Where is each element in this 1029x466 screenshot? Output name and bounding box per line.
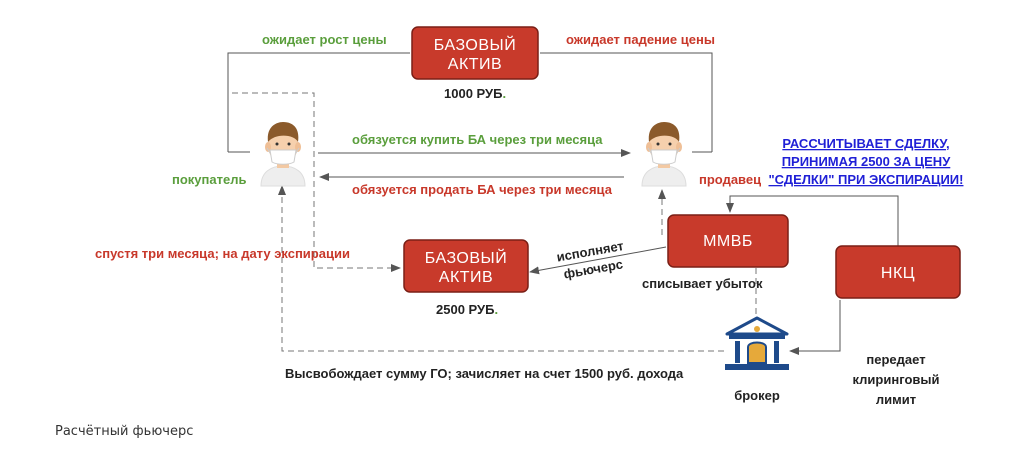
futures-diagram: ожидает рост цены ожидает падение цены Б… — [95, 26, 964, 407]
nkc-note: РАССЧИТЫВАЕТ СДЕЛКУ, ПРИНИМАЯ 2500 ЗА ЦЕ… — [769, 136, 964, 187]
svg-text:клиринговый: клиринговый — [853, 372, 940, 387]
nkc-box: НКЦ — [835, 245, 961, 299]
price-mid: 2500 РУБ. — [436, 302, 498, 317]
label-writes-off-loss: списывает убыток — [642, 276, 763, 291]
seller-icon — [641, 121, 687, 187]
base-asset-box-top: БАЗОВЫЙ АКТИВ — [411, 26, 539, 80]
base-asset-box-mid: БАЗОВЫЙ АКТИВ — [403, 239, 529, 293]
svg-text:АКТИВ: АКТИВ — [439, 269, 493, 286]
label-broker: брокер — [734, 388, 780, 403]
label-seller: продавец — [699, 172, 761, 187]
svg-text:АКТИВ: АКТИВ — [448, 56, 502, 73]
label-buyer: покупатель — [172, 172, 246, 187]
label-expects-fall: ожидает падение цены — [566, 32, 715, 47]
line-nkc-to-mmvb — [726, 195, 899, 246]
dashed-broker-to-buyer — [278, 185, 724, 352]
dashed-expiration-line — [232, 92, 401, 272]
figure-caption: Расчётный фьючерс — [55, 424, 194, 439]
line-buyer-to-asset — [227, 52, 410, 152]
label-obligation-sell: обязуется продать БА через три месяца — [352, 182, 613, 197]
arrow-mmvb-to-asset — [529, 246, 667, 275]
label-transfers-limit: передает клиринговый лимит — [853, 352, 940, 407]
bank-icon — [725, 316, 789, 370]
label-expiration: спустя три месяца; на дату экспирации — [95, 246, 350, 261]
label-obligation-buy: обязуется купить БА через три месяца — [352, 132, 603, 147]
line-nkc-to-broker — [789, 300, 841, 355]
svg-text:ММВБ: ММВБ — [703, 233, 753, 250]
svg-text:БАЗОВЫЙ: БАЗОВЫЙ — [425, 248, 507, 267]
mmvb-box: ММВБ — [667, 214, 789, 268]
svg-text:лимит: лимит — [876, 392, 916, 407]
buyer-icon — [260, 121, 306, 187]
svg-text:РАССЧИТЫВАЕТ СДЕЛКУ,: РАССЧИТЫВАЕТ СДЕЛКУ, — [782, 136, 949, 151]
svg-text:НКЦ: НКЦ — [881, 265, 915, 282]
label-releases-go: Высвобождает сумму ГО; зачисляет на счет… — [285, 366, 684, 381]
label-expects-rise: ожидает рост цены — [262, 32, 387, 47]
svg-text:ПРИНИМАЯ 2500 ЗА ЦЕНУ: ПРИНИМАЯ 2500 ЗА ЦЕНУ — [782, 154, 951, 169]
svg-text:БАЗОВЫЙ: БАЗОВЫЙ — [434, 35, 516, 54]
price-top: 1000 РУБ. — [444, 86, 506, 101]
svg-text:"СДЕЛКИ" ПРИ ЭКСПИРАЦИИ!: "СДЕЛКИ" ПРИ ЭКСПИРАЦИИ! — [769, 172, 964, 187]
svg-text:передает: передает — [866, 352, 925, 367]
line-seller-to-asset — [540, 52, 713, 152]
